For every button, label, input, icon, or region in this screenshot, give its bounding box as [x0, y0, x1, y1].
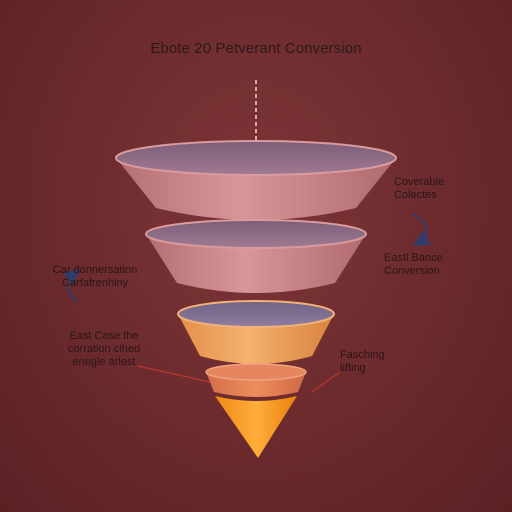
label-right-top-line-2: Colectes — [394, 189, 437, 201]
label-left-mid-line-1: Car donnersation — [52, 264, 138, 276]
label-right-mid: Eastl Bance Conversion — [384, 252, 443, 278]
funnel-tip — [215, 396, 297, 458]
funnel-stage-3 — [177, 300, 335, 364]
diagram-title: Ebote 20 Petverant Conversion — [150, 40, 362, 57]
funnel-stage-4 — [205, 363, 307, 397]
label-left-bottom-line-2: corration cihed — [67, 343, 141, 355]
funnel-stage-1 — [115, 140, 397, 220]
label-left-bottom-line-3: enegle arlest — [72, 356, 136, 368]
funnel-stage-2 — [145, 219, 367, 293]
label-left-bottom-line-1: East Case the — [69, 330, 139, 342]
label-right-bottom-line-2: lifting — [340, 362, 366, 374]
connector-lines — [137, 365, 341, 393]
curved-arrow-icon-right — [411, 213, 431, 247]
label-left-bottom: East Case the corration cihed enegle arl… — [44, 330, 164, 369]
label-right-bottom: Fasching lifting — [340, 349, 385, 375]
label-right-mid-line-2: Conversion — [384, 265, 440, 277]
label-left-mid-line-2: Carfafrenhiny — [61, 277, 129, 289]
label-right-top: Coverable Colectes — [394, 176, 444, 202]
label-right-bottom-line-1: Fasching — [340, 349, 385, 361]
curved-arrow-icon-left — [62, 269, 81, 303]
label-right-mid-line-1: Eastl Bance — [384, 252, 443, 264]
label-left-mid: Car donnersation Carfafrenhiny — [40, 264, 150, 290]
label-right-top-line-1: Coverable — [394, 176, 445, 188]
